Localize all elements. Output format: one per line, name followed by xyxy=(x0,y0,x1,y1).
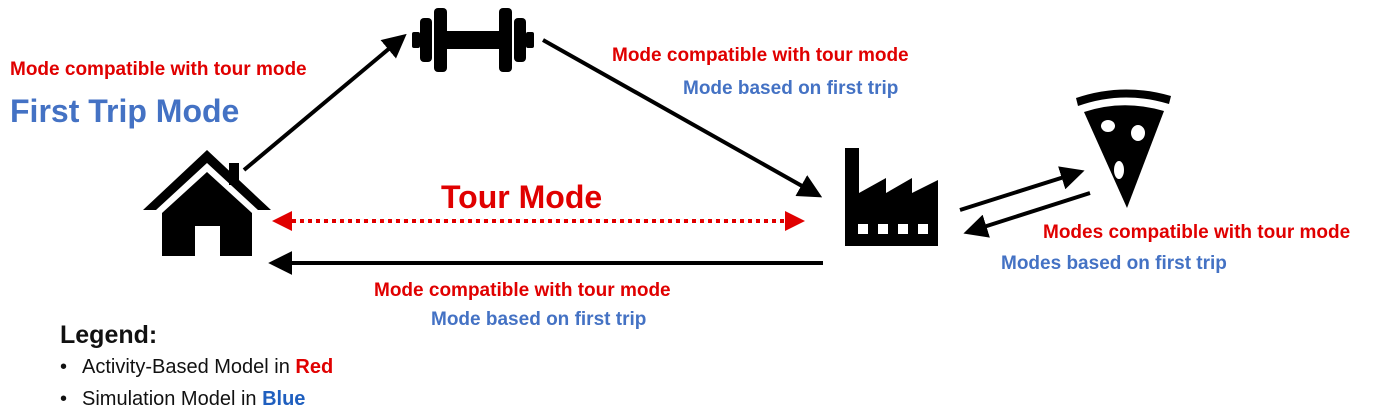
label-lunch-first-trip: Modes based on first trip xyxy=(1001,253,1227,274)
label-home-gym-compatible: Mode compatible with tour mode xyxy=(10,59,307,80)
label-work-home-first-trip: Mode based on first trip xyxy=(431,309,647,330)
legend-highlight-red: Red xyxy=(295,356,334,378)
legend-highlight-blue: Blue xyxy=(262,388,306,410)
label-tour-mode: Tour Mode xyxy=(441,179,603,215)
legend-bullet: • xyxy=(60,388,68,410)
label-work-home-compatible: Mode compatible with tour mode xyxy=(374,280,671,301)
arrow-work-to-lunch xyxy=(959,166,1085,212)
arrow-lunch-to-work xyxy=(963,191,1091,238)
arrow-home-to-gym xyxy=(242,33,407,172)
legend-item-blue: • Simulation Model in Blue xyxy=(60,388,305,411)
factory-icon xyxy=(845,148,938,246)
legend-item-text: Simulation Model in xyxy=(82,388,263,410)
pizza-icon xyxy=(1076,89,1171,208)
house-icon xyxy=(143,150,271,256)
label-gym-work-first-trip: Mode based on first trip xyxy=(683,78,899,99)
legend-title: Legend: xyxy=(60,321,158,349)
label-first-trip-mode: First Trip Mode xyxy=(10,93,240,129)
arrow-gym-to-work xyxy=(542,38,823,198)
legend-item-red: • Activity-Based Model in Red xyxy=(60,356,333,379)
label-lunch-compatible: Modes compatible with tour mode xyxy=(1043,222,1351,243)
legend-item-text: Activity-Based Model in xyxy=(82,356,296,378)
legend-bullet: • xyxy=(60,356,68,378)
dumbbell-icon xyxy=(412,8,534,72)
label-gym-work-compatible: Mode compatible with tour mode xyxy=(612,45,909,66)
